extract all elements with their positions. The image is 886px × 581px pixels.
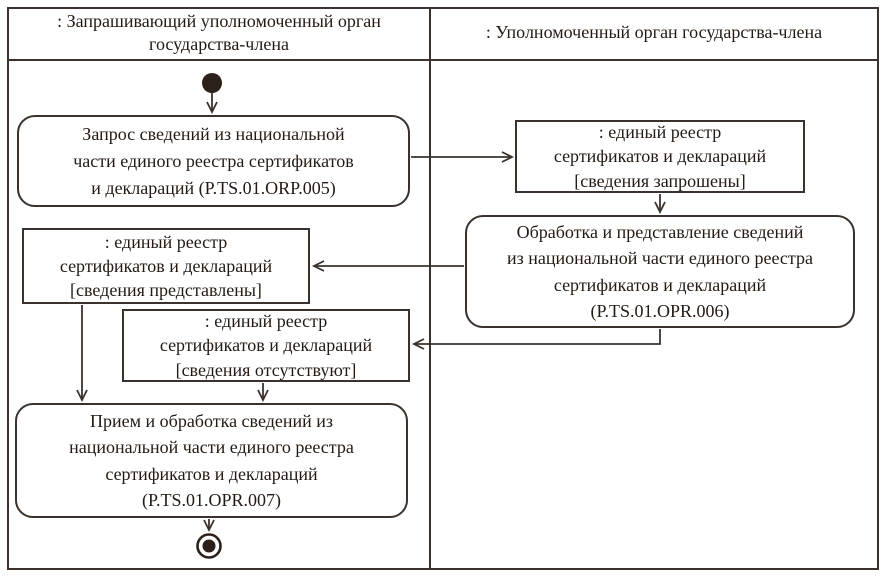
action-request-info: Запрос сведений из национальной части ед… xyxy=(17,115,410,207)
action-text-line: национальной части единого реестра xyxy=(69,437,354,458)
action-text-line: Прием и обработка сведений из xyxy=(90,411,333,432)
action-text-line: (P.TS.01.OPR.006) xyxy=(590,300,730,321)
lane-header-requesting-authority: : Запрашивающий уполномоченный орган гос… xyxy=(9,7,429,59)
object-text-line: [сведения запрошены] xyxy=(574,170,746,191)
action-text-line: Обработка и представление сведений xyxy=(516,222,804,243)
object-text-line: : единый реестр xyxy=(104,231,228,252)
object-text-line: [сведения отсутствуют] xyxy=(175,359,357,380)
object-text-line: сертификатов и деклараций xyxy=(553,146,767,167)
action-text-line: (P.TS.01.OPR.007) xyxy=(141,489,282,510)
object-registry-provided: : единый реестр сертификатов и деклараци… xyxy=(22,228,310,304)
object-registry-requested: : единый реестр сертификатов и деклараци… xyxy=(515,120,805,193)
lane-title-line: : Запрашивающий уполномоченный орган xyxy=(57,10,381,31)
action-text-line: Запрос сведений из национальной xyxy=(82,123,345,144)
swimlane-divider xyxy=(429,7,431,570)
object-text-line: сертификатов и деклараций xyxy=(59,255,273,276)
header-separator xyxy=(7,59,879,61)
action-receive-and-process: Прием и обработка сведений из национальн… xyxy=(15,403,408,518)
object-text-line: : единый реестр xyxy=(598,122,722,143)
object-text-line: [сведения представлены] xyxy=(70,280,262,301)
lane-title-line: : Уполномоченный орган государства-члена xyxy=(485,22,823,43)
object-registry-missing: : единый реестр сертификатов и деклараци… xyxy=(122,309,410,382)
action-text-line: сертификатов и деклараций xyxy=(553,274,767,295)
object-text-line: : единый реестр xyxy=(204,311,328,332)
object-text-line: сертификатов и деклараций xyxy=(159,335,373,356)
action-text-line: из национальной части единого реестра xyxy=(507,248,813,269)
action-text-line: части единого реестра сертификатов xyxy=(73,150,354,171)
diagram-border xyxy=(7,7,879,570)
action-process-and-provide: Обработка и представление сведений из на… xyxy=(465,215,855,328)
action-text-line: и деклараций (P.TS.01.ORP.005) xyxy=(91,177,336,198)
action-text-line: сертификатов и деклараций xyxy=(105,463,318,484)
lane-title-line: государства-члена xyxy=(149,34,289,54)
lane-header-authorized-body: : Уполномоченный орган государства-члена xyxy=(431,7,877,59)
